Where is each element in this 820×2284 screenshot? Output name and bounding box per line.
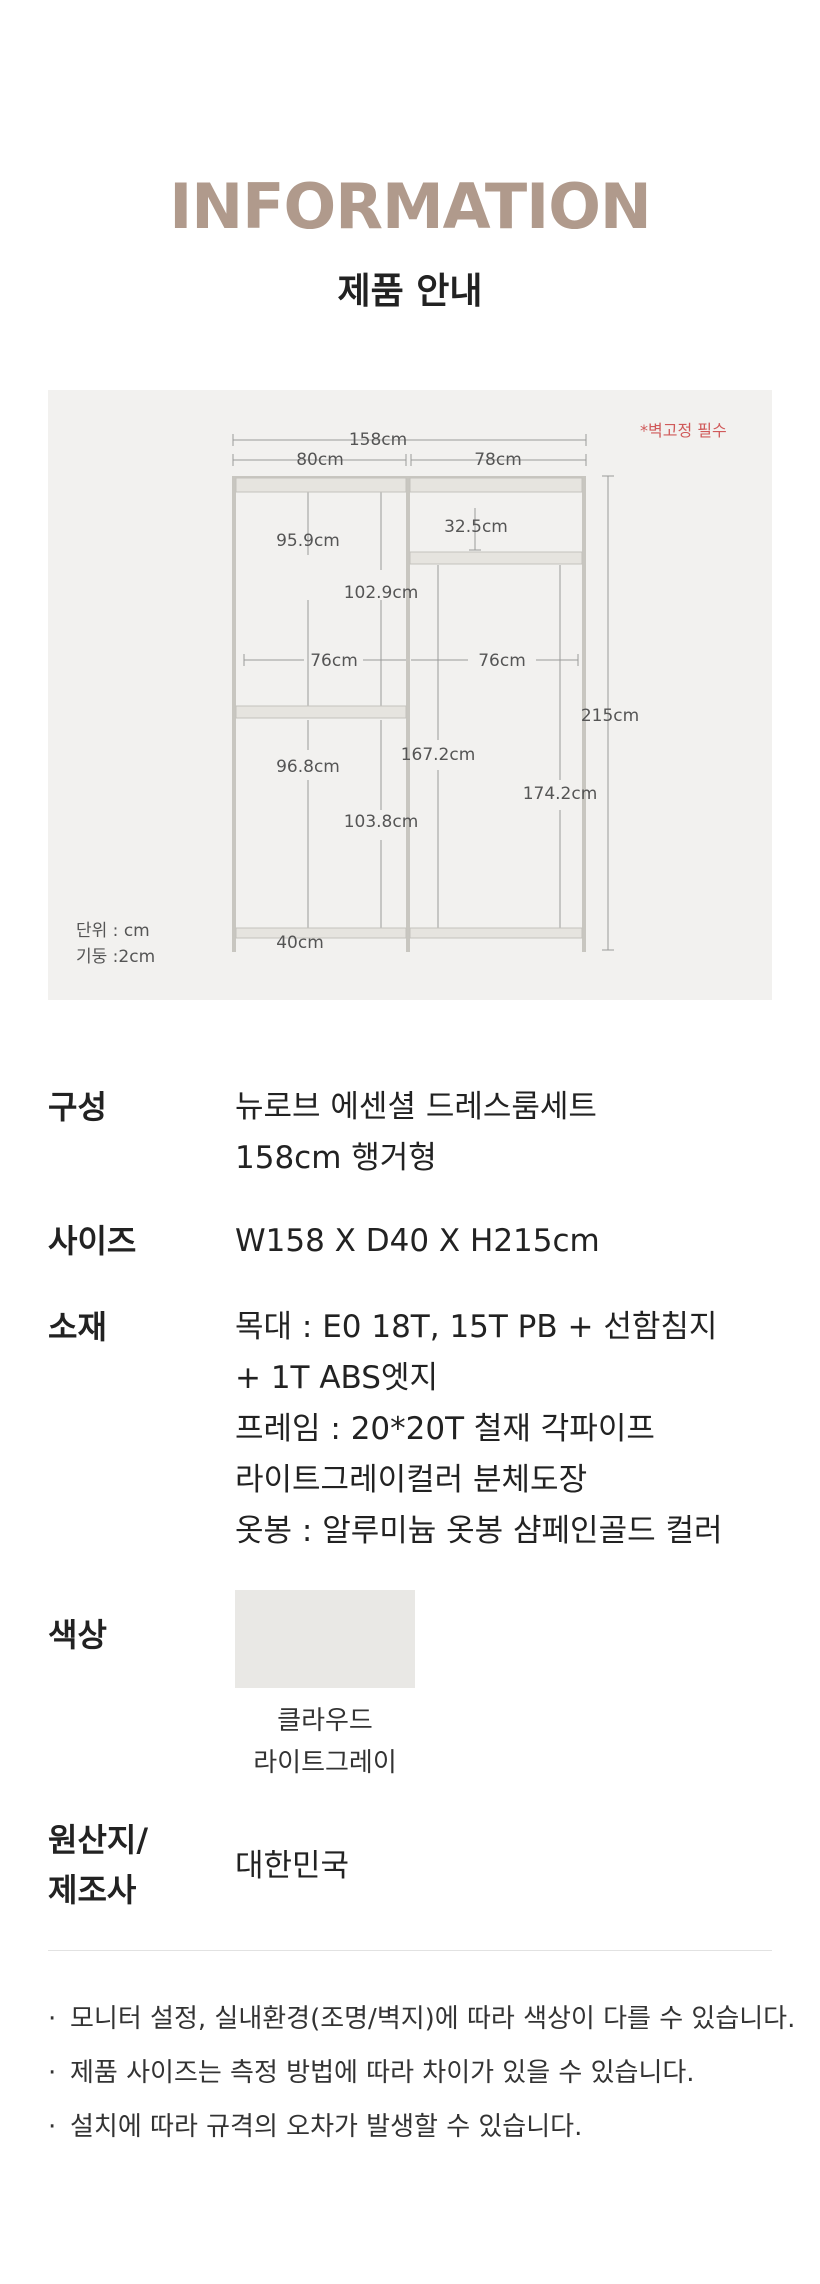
spec-material-line: 프레임 : 20*20T 철재 각파이프 (235, 1411, 655, 1447)
wall-fix-note: *벽고정 필수 (640, 421, 727, 440)
notice-list: · 모니터 설정, 실내환경(조명/벽지)에 따라 색상이 다를 수 있습니다.… (48, 1992, 795, 2154)
color-name-line: 라이트그레이 (253, 1748, 397, 1778)
bullet-icon: · (48, 2058, 57, 2088)
spec-composition: 구성 뉴로브 에센셜 드레스룸세트 158cm 행거형 (48, 1082, 772, 1192)
dim-left-lower: 96.8cm (276, 757, 340, 777)
notice-text: 설치에 따라 규격의 오차가 발생할 수 있습니다. (70, 2112, 583, 2142)
spec-size-value: W158 X D40 X H215cm (235, 1223, 600, 1259)
color-swatch (235, 1590, 415, 1688)
spec-composition-line: 158cm 행거형 (235, 1140, 437, 1176)
spec-color-label: 색상 (48, 1616, 107, 1654)
spec-material-value: 목대 : E0 18T, 15T PB + 선함침지 + 1T ABS엣지 프레… (235, 1302, 775, 1557)
spec-origin: 원산지/ 제조사 대한민국 (48, 1815, 772, 1925)
dim-left-lower-total: 103.8cm (344, 812, 419, 832)
section-title: INFORMATION (169, 170, 652, 243)
notice-item: · 모니터 설정, 실내환경(조명/벽지)에 따라 색상이 다를 수 있습니다. (48, 1992, 795, 2046)
dim-total-width: 158cm (349, 430, 407, 450)
dim-left-upper: 95.9cm (276, 531, 340, 551)
spec-origin-label: 원산지/ 제조사 (48, 1815, 218, 1915)
dim-left-width: 80cm (296, 450, 344, 470)
spec-composition-label: 구성 (48, 1088, 107, 1126)
spec-color: 색상 클라우드 라이트그레이 (48, 1590, 772, 1790)
spec-material-line: + 1T ABS엣지 (235, 1360, 438, 1396)
spec-material-label: 소재 (48, 1308, 107, 1346)
dimension-lines (232, 434, 614, 951)
bullet-icon: · (48, 2004, 57, 2034)
spec-origin-value: 대한민국 (235, 1848, 350, 1884)
spec-size: 사이즈 W158 X D40 X H215cm (48, 1216, 772, 1276)
spec-material-line: 라이트그레이컬러 분체도장 (235, 1462, 588, 1498)
spec-composition-value: 뉴로브 에센셜 드레스룸세트 158cm 행거형 (235, 1082, 775, 1184)
dim-depth: 40cm (276, 933, 324, 953)
dimension-diagram: *벽고정 필수 158cm 80cm 78cm 32.5cm 95.9cm 10… (48, 390, 772, 1000)
spec-origin-label-line: 원산지/ (48, 1821, 149, 1859)
color-name-line: 클라우드 (277, 1706, 373, 1736)
spec-origin-label-line: 제조사 (48, 1871, 137, 1909)
spec-size-label: 사이즈 (48, 1222, 137, 1260)
shelves (235, 477, 583, 939)
wardrobe-drawing: *벽고정 필수 158cm 80cm 78cm 32.5cm 95.9cm 10… (76, 421, 727, 967)
dim-left-shelf-width: 76cm (310, 651, 358, 671)
dim-total-height: 215cm (581, 706, 639, 726)
dim-right-rod: 167.2cm (401, 745, 476, 765)
section-subtitle: 제품 안내 (337, 271, 483, 312)
spec-composition-line: 뉴로브 에센셜 드레스룸세트 (235, 1089, 597, 1125)
spec-material-line: 옷봉 : 알루미늄 옷봉 샴페인골드 컬러 (235, 1513, 723, 1549)
unit-note: 단위 : cm (76, 921, 150, 941)
spec-material-line: 목대 : E0 18T, 15T PB + 선함침지 (235, 1309, 718, 1345)
spec-material: 소재 목대 : E0 18T, 15T PB + 선함침지 + 1T ABS엣지… (48, 1302, 772, 1562)
notice-text: 모니터 설정, 실내환경(조명/벽지)에 따라 색상이 다를 수 있습니다. (70, 2004, 796, 2034)
dim-right-width: 78cm (474, 450, 522, 470)
dim-right-total: 174.2cm (523, 784, 598, 804)
notice-item: · 제품 사이즈는 측정 방법에 따라 차이가 있을 수 있습니다. (48, 2046, 788, 2100)
pillar-note: 기둥 :2cm (76, 947, 155, 967)
bullet-icon: · (48, 2112, 57, 2142)
notice-text: 제품 사이즈는 측정 방법에 따라 차이가 있을 수 있습니다. (70, 2058, 695, 2088)
notice-item: · 설치에 따라 규격의 오차가 발생할 수 있습니다. (48, 2100, 788, 2154)
dim-right-top-gap: 32.5cm (444, 517, 508, 537)
dim-left-mid: 102.9cm (344, 583, 419, 603)
dim-right-shelf-width: 76cm (478, 651, 526, 671)
divider (48, 1950, 772, 1951)
color-name: 클라우드 라이트그레이 (235, 1700, 415, 1784)
